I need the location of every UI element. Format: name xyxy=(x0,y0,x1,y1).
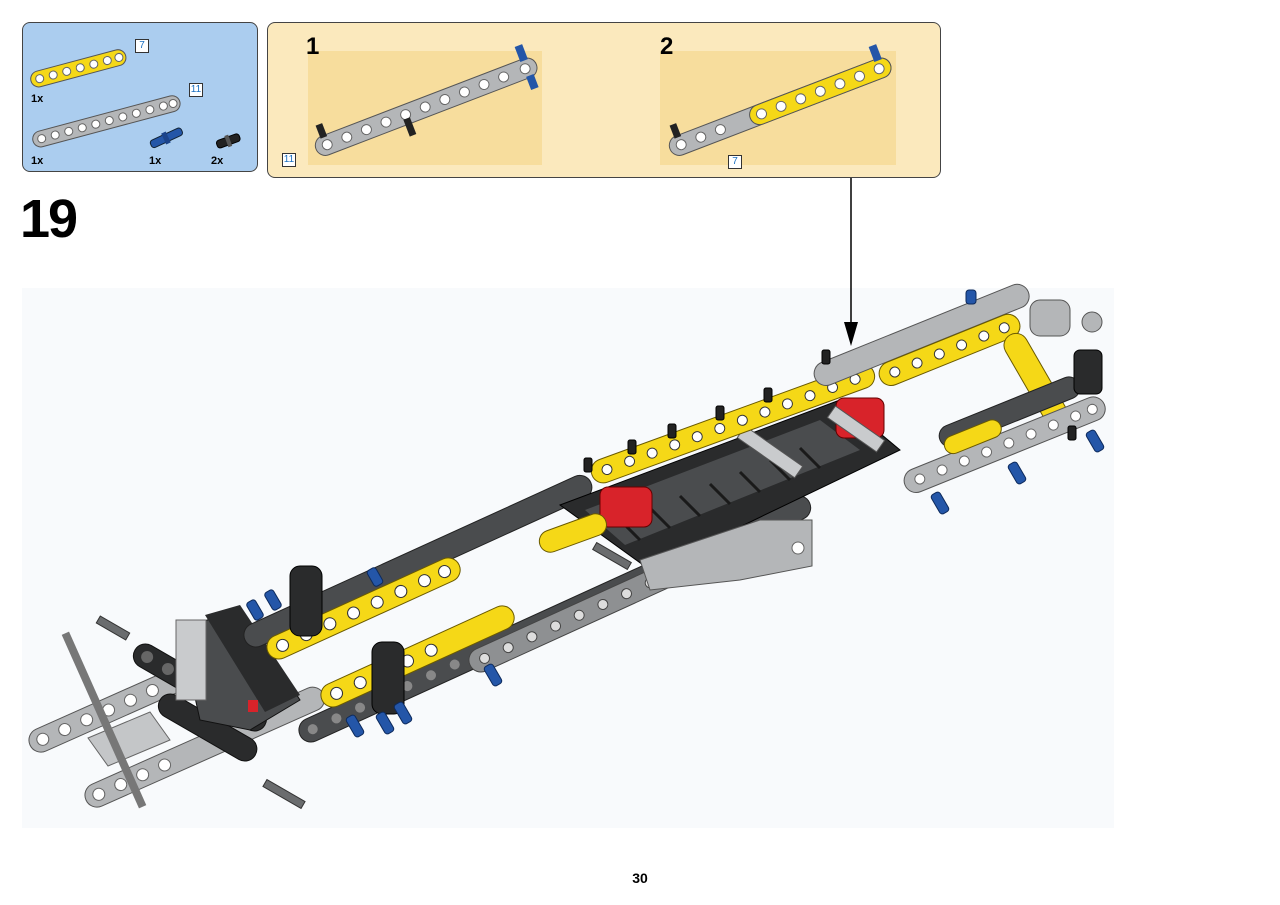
sub-step-number: 2 xyxy=(660,33,674,60)
yellow-beam-rear-right xyxy=(320,605,515,708)
sub-assembly-illustration xyxy=(314,44,892,156)
sub-assembly-callout: 1 2 xyxy=(267,22,941,178)
sub-step-1-beam xyxy=(314,44,539,156)
part-quantity: 1x xyxy=(31,93,44,105)
sub-step-number: 1 xyxy=(306,33,320,60)
parts-illustration xyxy=(30,49,241,149)
parts-list-box: 7 1x 11 1x 1x 2x xyxy=(22,22,258,172)
step-number: 19 xyxy=(20,189,78,249)
yellow-beam-small xyxy=(538,513,607,553)
callout-arrow xyxy=(844,178,858,346)
rear-frame xyxy=(28,605,326,809)
page-number: 30 xyxy=(632,870,648,886)
length-badge: 7 xyxy=(135,39,149,53)
length-badge: 7 xyxy=(728,155,742,169)
gray-beam-11 xyxy=(32,95,181,148)
blue-pins xyxy=(246,289,1105,738)
blue-axle-pin xyxy=(149,127,184,149)
part-quantity: 2x xyxy=(211,155,224,167)
gray-connector xyxy=(639,519,813,591)
length-badge: 11 xyxy=(282,153,296,167)
black-upright xyxy=(289,565,323,637)
black-upright xyxy=(371,641,405,715)
front-frame xyxy=(813,283,1106,494)
steering-rack xyxy=(558,397,901,571)
sub-step-2-beam xyxy=(668,44,892,156)
part-quantity: 1x xyxy=(31,155,44,167)
axle-ends xyxy=(95,541,633,810)
black-friction-pin xyxy=(215,133,241,149)
yellow-beam-7 xyxy=(30,49,127,88)
length-badge: 11 xyxy=(189,83,203,97)
yellow-beam-upper xyxy=(590,363,876,484)
part-quantity: 1x xyxy=(149,155,162,167)
black-pins xyxy=(583,349,1077,473)
